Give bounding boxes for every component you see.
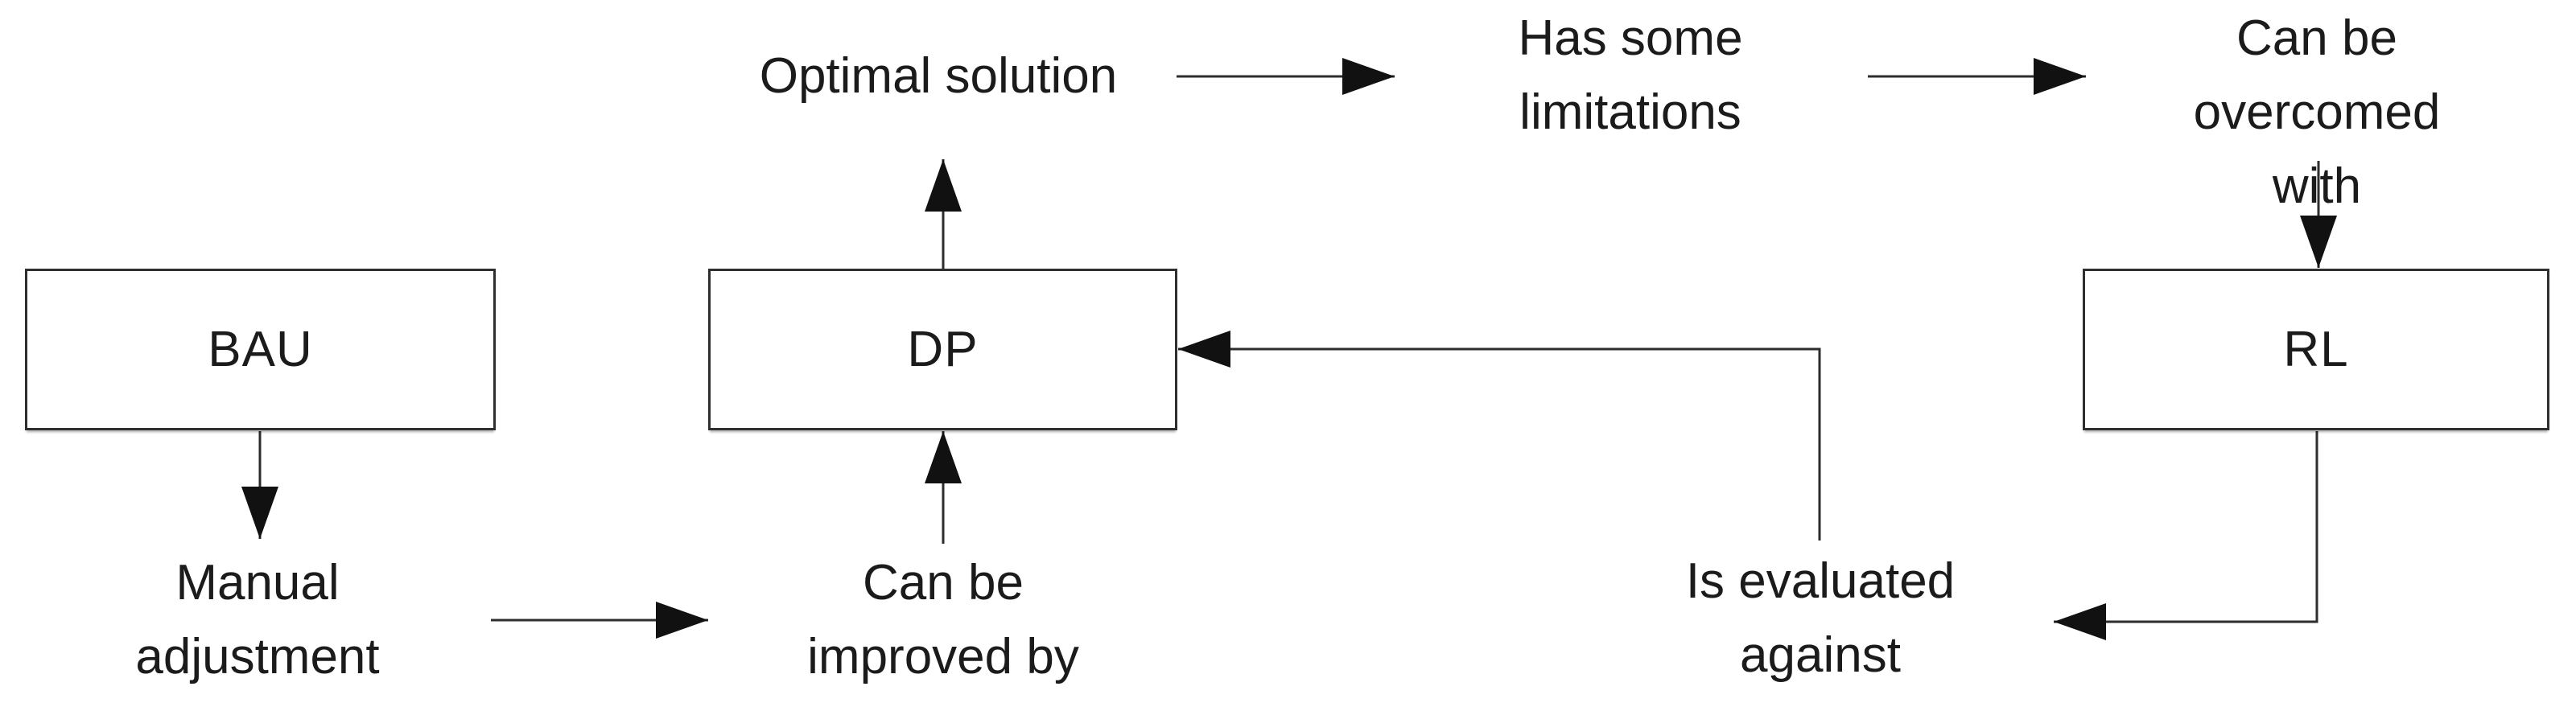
node-bau-label: BAU [208, 321, 313, 377]
label-has-some-limitations: Has some limitations [1518, 10, 1743, 140]
node-dp-label: DP [907, 321, 979, 377]
label-optimal-solution: Optimal solution [759, 48, 1118, 104]
label-can-be-overcomed-with: Can be overcomed with [2193, 10, 2441, 214]
node-bau: BAU [25, 269, 496, 430]
arrow-is-evaluated-against-to-dp [1178, 331, 1821, 541]
label-manual-adjustment: Manual adjustment [135, 555, 380, 684]
node-rl-label: RL [2283, 321, 2349, 377]
node-rl: RL [2083, 269, 2549, 430]
arrow-rl-to-is-evaluated-against [2054, 431, 2318, 640]
label-is-evaluated-against: Is evaluated against [1685, 553, 1956, 683]
label-can-be-improved-by: Can be improved by [807, 555, 1079, 684]
node-dp: DP [708, 269, 1177, 430]
